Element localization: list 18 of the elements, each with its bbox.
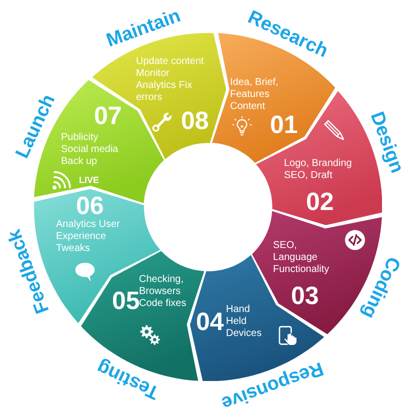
step-number: 07 (94, 104, 122, 128)
step-description: Analytics User Experience Tweaks (56, 219, 121, 255)
step-description: Update content Monitor Analytics Fix errors (136, 56, 205, 104)
step-number: 05 (112, 288, 140, 314)
step-description: Logo, Branding SEO, Draft (284, 158, 353, 182)
step-description: SEO, Language Functionality (273, 240, 330, 276)
step-description: Hand Held Devices (226, 304, 263, 340)
step-number: 08 (181, 109, 209, 134)
step-description: Publicity Social media Back up (60, 132, 120, 168)
step-number: 03 (291, 284, 319, 308)
stage-heading: Design (366, 109, 406, 176)
step-description: Idea, Brief, Features Content (230, 76, 280, 113)
step-number: 06 (76, 194, 104, 218)
step-number: 04 (196, 310, 224, 334)
step-description: Checking, Browsers Code fixes (139, 274, 188, 310)
live-label: LIVE (78, 176, 99, 184)
step-number: 01 (270, 113, 298, 138)
step-number: 02 (306, 190, 334, 214)
